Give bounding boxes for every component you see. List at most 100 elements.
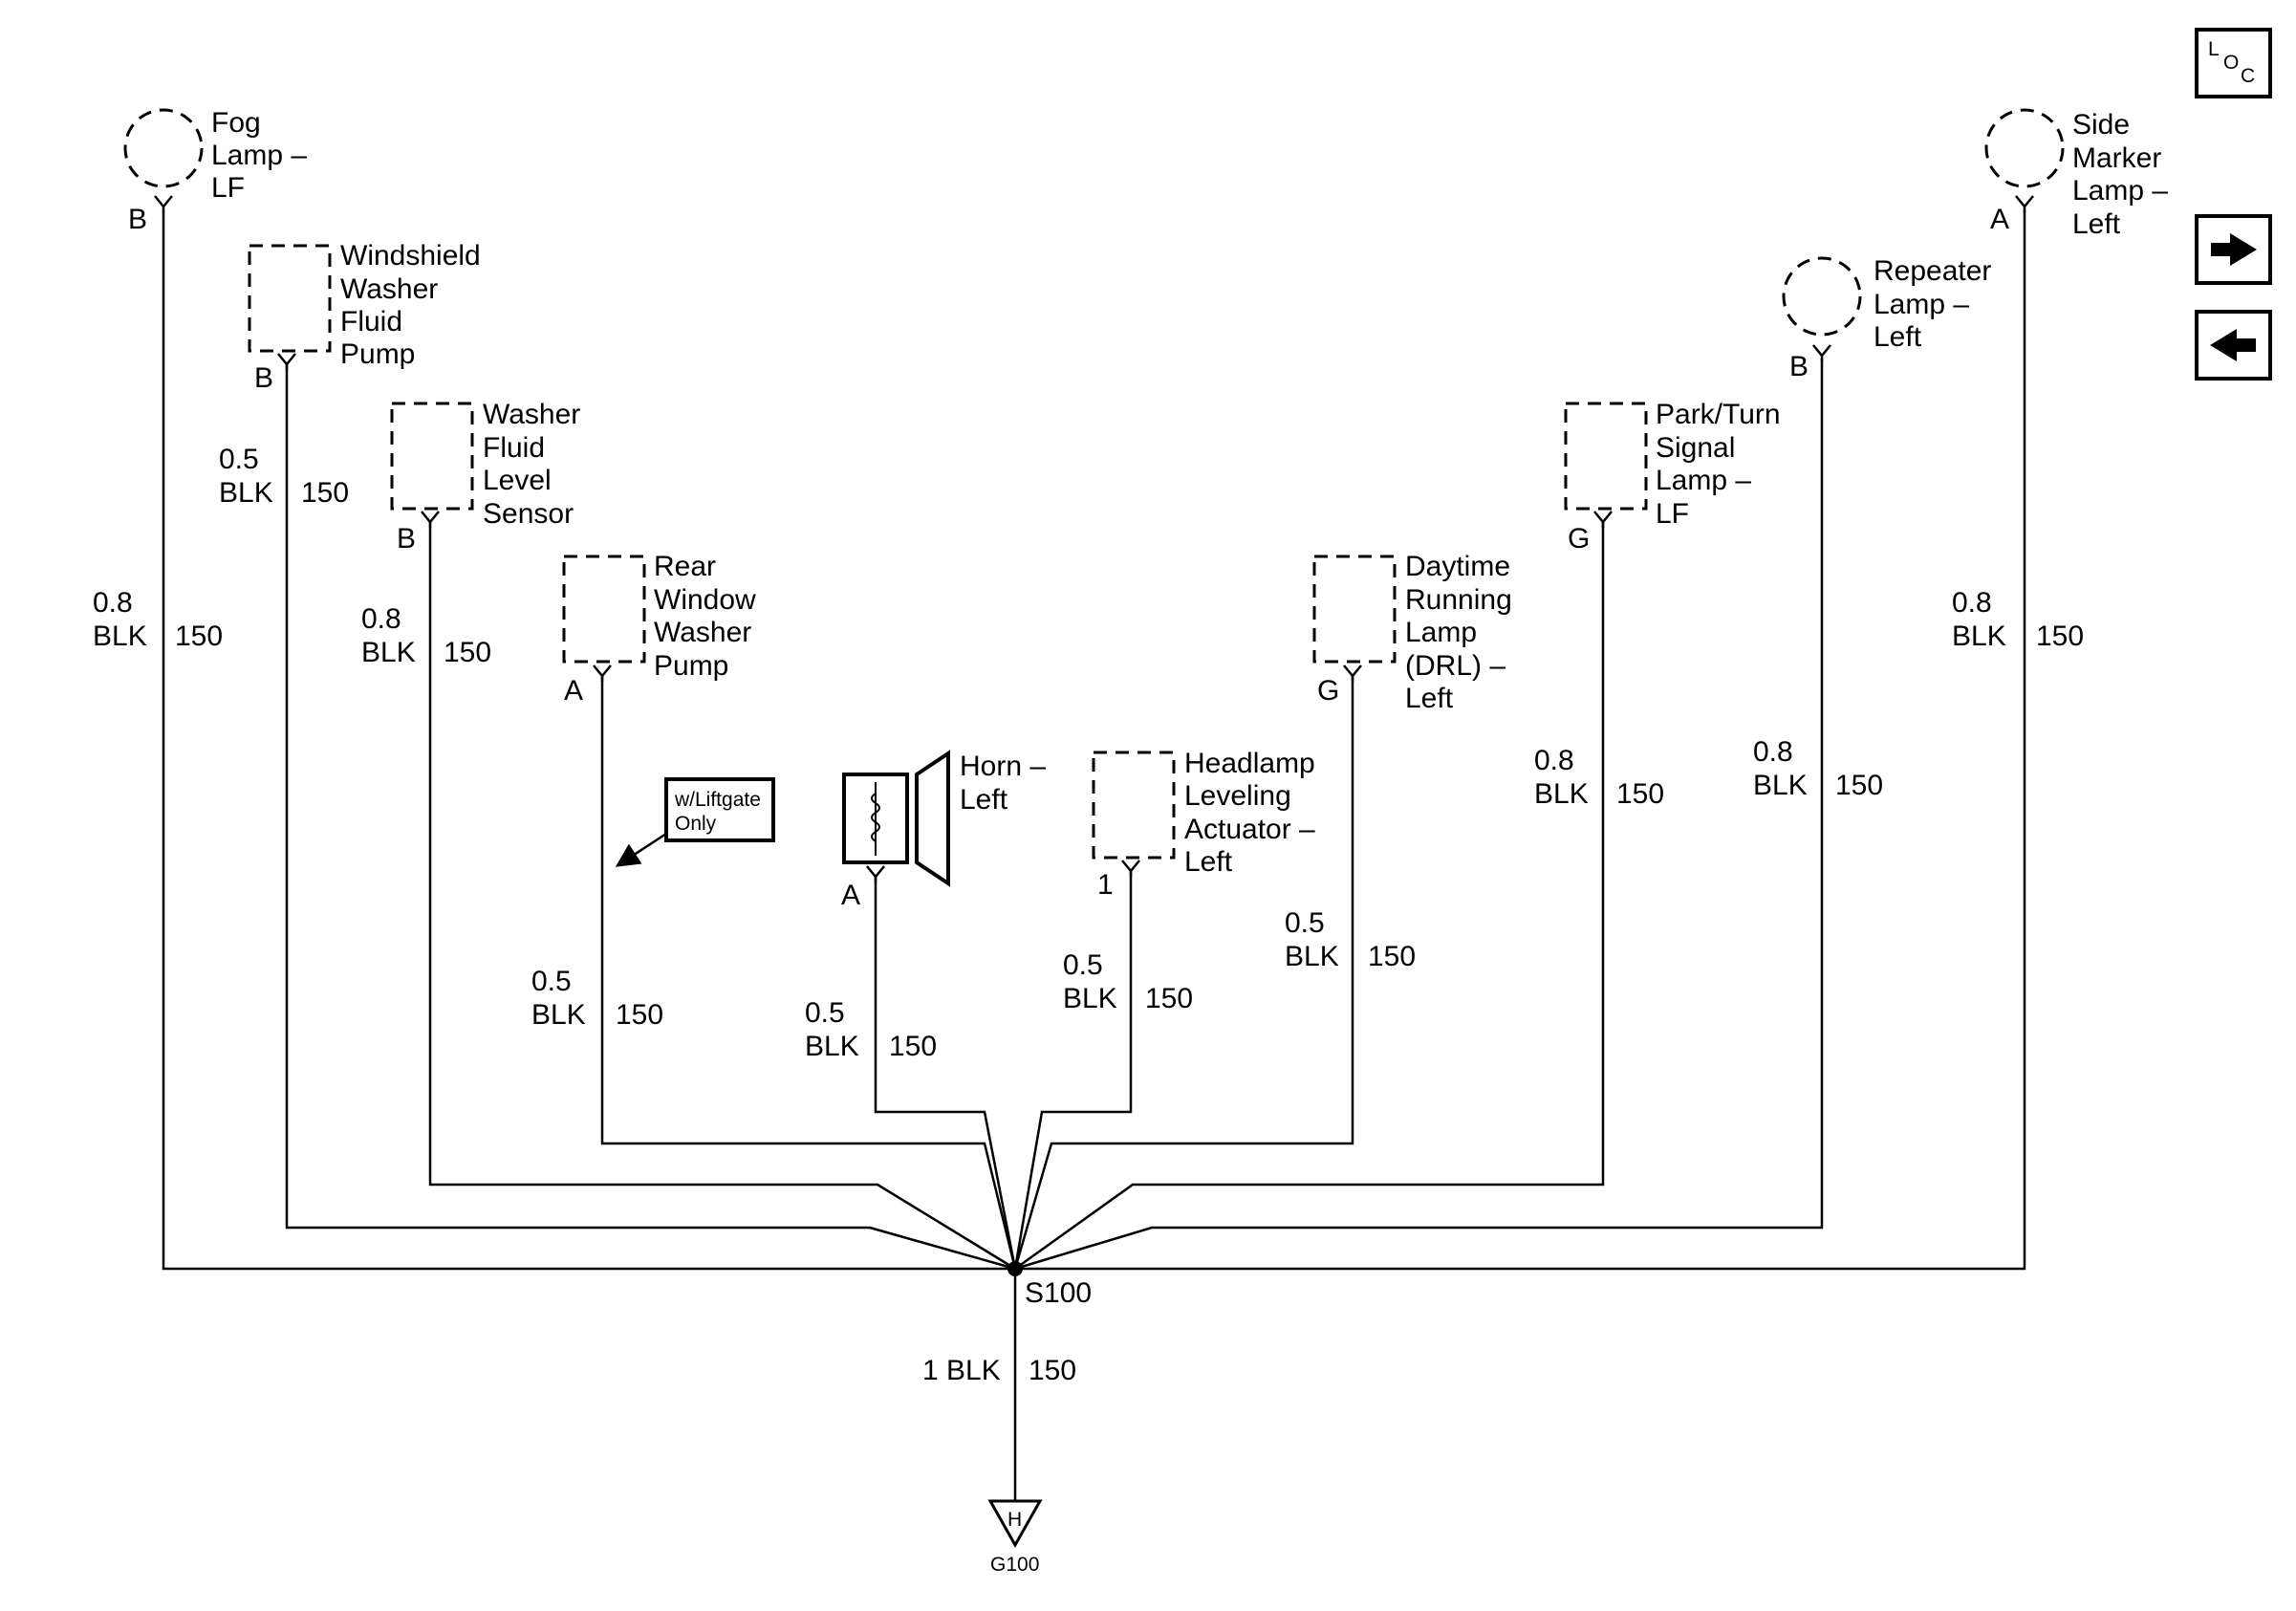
wire-repeater[interactable] [1014,359,1824,1271]
wire-size: 0.5 [1063,949,1103,981]
wire-drl[interactable] [1013,676,1354,1270]
connector-terminal [2015,195,2034,212]
component-name: Horn – Left [960,751,1053,816]
wire-side-marker[interactable] [1015,210,2026,1271]
pin-label: B [254,362,273,394]
component-name: Fog Lamp – LF [211,107,314,204]
pin-label: A [564,675,583,707]
component-outline [390,402,474,511]
wire-color: BLK [805,1031,859,1062]
horn-component[interactable]: Horn – Left A 0.5 BLK 150 [805,750,1053,1062]
circuit-number: 150 [1145,983,1193,1014]
component-name: Repeater Lamp – Left [1874,255,2000,353]
component-name: Windshield Washer Fluid Pump [340,240,488,370]
rear-window-washer-pump-component[interactable]: Rear Window Washer Pump A 0.5 BLK 150 [531,551,764,1031]
note-box [664,777,775,842]
wire-size: 0.5 [1285,907,1325,939]
wire-windshield-pump[interactable] [285,363,1016,1271]
pin-label: B [397,523,416,555]
wires [162,210,2026,1501]
wire-size: 0.5 [531,966,572,997]
wire-size: 0.5 [219,444,259,475]
ground-wire-label: 1 BLK 150 [922,1355,1076,1386]
component-name: Daytime Running Lamp (DRL) – Left [1405,551,1520,714]
horn-body [842,773,909,864]
next-page-button[interactable] [2195,214,2272,285]
circuit-number: 150 [1029,1355,1076,1386]
component-name: Rear Window Washer Pump [654,551,764,682]
splice-s100[interactable]: S100 [1007,1261,1092,1309]
ground-label: G100 [990,1554,1039,1576]
circuit-number: 150 [301,477,349,509]
pin-label: 1 [1097,869,1114,901]
circuit-number: 150 [175,620,223,652]
splice-label: S100 [1025,1277,1092,1309]
windshield-washer-pump-component[interactable]: Windshield Washer Fluid Pump B 0.5 BLK 1… [219,240,488,509]
note-arrow [615,832,667,867]
wire-color: BLK [93,620,147,652]
connector-terminal [277,353,296,370]
wire-level-sensor[interactable] [428,521,1016,1271]
wire-color: BLK [361,637,416,668]
wire-horn[interactable] [874,877,1017,1270]
wire-color: BLK [1534,778,1589,810]
circuit-number: 150 [1368,941,1416,972]
pin-label: G [1568,523,1590,555]
arrow-left-icon [2210,329,2256,361]
component-name: Washer Fluid Level Sensor [483,399,589,530]
ground-symbol [987,1499,1043,1549]
circuit-number: 150 [889,1031,937,1062]
ground-letter: H [1007,1509,1022,1531]
fog-lamp-component[interactable]: Fog Lamp – LF B 0.8 BLK 150 [93,107,314,652]
loc-letter-l: L [2208,38,2220,60]
component-outline [562,555,646,664]
component-name: Park/Turn Signal Lamp – LF [1656,399,1788,530]
circuit-number: 150 [2036,620,2084,652]
washer-fluid-level-sensor-component[interactable]: Washer Fluid Level Sensor B 0.8 BLK 150 [361,399,589,668]
wire-leveling[interactable] [1013,870,1133,1270]
wire-color: BLK [219,477,273,509]
lamp-outline [123,108,204,188]
note-text: w/Liftgate Only [674,789,767,835]
wire-park-turn[interactable] [1014,521,1605,1271]
component-outline [1564,402,1648,511]
lamp-outline [1782,256,1862,337]
circuit-number: 150 [616,999,663,1031]
wire-fog-lamp[interactable] [162,210,1015,1271]
side-marker-lamp-component[interactable]: Side Marker Lamp – Left A 0.8 BLK 150 [1952,108,2176,652]
circuit-number: 150 [444,637,491,668]
component-outline [248,244,332,353]
repeater-lamp-component[interactable]: Repeater Lamp – Left B 0.8 BLK 150 [1753,255,2000,801]
pin-label: B [128,204,147,235]
wire-size: 0.8 [361,603,401,635]
component-name: Side Marker Lamp – Left [2072,109,2176,240]
connector-terminal [1593,511,1613,528]
pin-label: A [1990,204,2009,235]
connector-terminal [866,865,885,882]
arrow-right-icon [2211,233,2257,266]
wire-size: 0.5 [805,997,845,1029]
wire-color: BLK [1285,941,1339,972]
location-button[interactable]: L O C [2195,28,2272,98]
pin-label: G [1317,675,1339,707]
park-turn-signal-lamp-component[interactable]: Park/Turn Signal Lamp – LF G 0.8 BLK 150 [1534,399,1788,810]
component-name: Headlamp Leveling Actuator – Left [1184,748,1323,878]
headlamp-leveling-actuator-component[interactable]: Headlamp Leveling Actuator – Left 1 0.5 … [1063,748,1323,1014]
connector-terminal [421,511,440,528]
lamp-outline [1984,108,2065,188]
wire-rear-pump[interactable] [600,676,1017,1270]
loc-letter-c: C [2241,65,2255,87]
ground-g100[interactable]: H G100 [987,1499,1043,1576]
wire-color: BLK [1063,983,1117,1014]
wire-size: 0.8 [93,587,133,619]
wire-size: 0.8 [1753,736,1793,768]
connector-terminal [1121,860,1140,877]
circuit-number: 150 [1835,770,1883,801]
pin-label: B [1789,351,1809,382]
component-outline [1312,555,1397,664]
prev-page-button[interactable] [2195,310,2272,381]
component-outline [1092,751,1176,860]
wire-label: 1 BLK [922,1355,1001,1386]
daytime-running-lamp-component[interactable]: Daytime Running Lamp (DRL) – Left G 0.5 … [1285,551,1520,972]
